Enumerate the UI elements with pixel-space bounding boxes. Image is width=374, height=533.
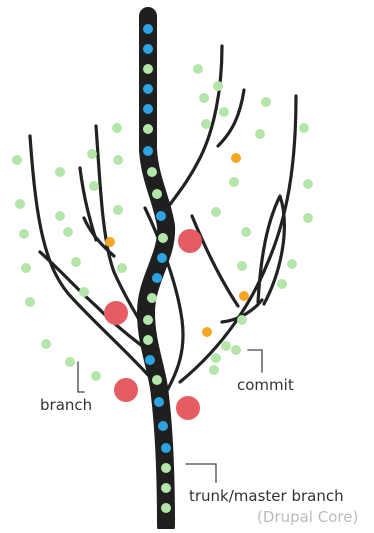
branch-line-right-top: [162, 46, 222, 216]
commit-dot-green: [211, 207, 221, 217]
commit-dot-green: [193, 64, 203, 74]
commit-dot-orange: [105, 237, 115, 247]
commit-dot-green: [143, 335, 153, 345]
commit-dot-blue: [143, 44, 153, 54]
trunk-leader-line: [186, 464, 216, 482]
commit-dot-green: [287, 259, 297, 269]
commit-dot-green: [161, 483, 171, 493]
commit-dot-orange: [202, 327, 212, 337]
commit-dot-green: [229, 177, 239, 187]
commit-leader-line: [248, 350, 262, 372]
commit-dot-blue: [158, 421, 168, 431]
commit-dot-green: [213, 81, 223, 91]
commit-dot-green: [12, 155, 22, 165]
commit-dot-blue: [154, 397, 164, 407]
merge-dot-red: [178, 229, 202, 253]
commit-dot-green: [112, 123, 122, 133]
commit-dot-green: [25, 297, 35, 307]
commit-dot-blue: [143, 104, 153, 114]
commit-label: commit: [237, 378, 294, 393]
commit-dot-green: [55, 211, 65, 221]
merge-dot-red: [104, 301, 128, 325]
commit-dot-green: [147, 293, 157, 303]
branch-label: branch: [40, 398, 92, 413]
commit-dot-orange: [239, 291, 249, 301]
trunk-label: trunk/master branch: [189, 489, 344, 504]
commit-dot-green: [41, 339, 51, 349]
commit-dot-green: [91, 371, 101, 381]
branch-line-right-upper: [218, 90, 244, 146]
branch-line-right-middle: [192, 216, 238, 306]
commit-dot-green: [277, 279, 287, 289]
commit-dot-green: [79, 287, 89, 297]
merge-dot-red: [176, 396, 200, 420]
commit-dot-green: [161, 463, 171, 473]
commit-dot-green: [303, 213, 313, 223]
drupal-core-label: (Drupal Core): [257, 510, 358, 525]
commit-dot-blue: [161, 443, 171, 453]
commit-dot-green: [143, 315, 153, 325]
commit-dot-green: [152, 375, 162, 385]
commit-dot-green: [63, 227, 73, 237]
commit-dot-green: [87, 149, 97, 159]
commit-dot-green: [143, 124, 153, 134]
commit-dot-green: [71, 257, 81, 267]
commit-dot-green: [241, 227, 251, 237]
commit-dot-blue: [152, 273, 162, 283]
commit-dot-green: [303, 179, 313, 189]
commit-dot-green: [152, 189, 162, 199]
commit-dot-green: [209, 365, 219, 375]
commit-dot-green: [143, 64, 153, 74]
commit-dot-green: [113, 205, 123, 215]
commit-dot-green: [65, 357, 75, 367]
branch-line-left-inner-3: [80, 168, 96, 240]
commit-dot-green: [299, 123, 309, 133]
commit-dot-blue: [157, 253, 167, 263]
commit-dot-green: [221, 341, 231, 351]
merge-dot-red: [114, 378, 138, 402]
branch-line-left-inner-2: [84, 218, 114, 256]
commit-dot-green: [158, 233, 168, 243]
commit-dot-green: [161, 503, 171, 513]
commit-dot-green: [147, 167, 157, 177]
commit-dot-blue: [156, 211, 166, 221]
commit-dot-blue: [145, 355, 155, 365]
commit-dot-blue: [143, 24, 153, 34]
commit-dot-green: [255, 129, 265, 139]
commit-dot-green: [211, 353, 221, 363]
commit-dot-green: [237, 261, 247, 271]
commit-dot-green: [231, 345, 241, 355]
commit-dot-green: [21, 263, 31, 273]
commit-dot-green: [199, 93, 209, 103]
commit-dot-green: [201, 119, 211, 129]
branch-leader-line: [78, 362, 84, 392]
commit-dot-green: [113, 155, 123, 165]
commit-dot-green: [89, 181, 99, 191]
commit-dot-blue: [143, 84, 153, 94]
commit-dot-green: [219, 107, 229, 117]
commit-dot-green: [55, 167, 65, 177]
commit-dot-green: [237, 315, 247, 325]
commit-dot-orange: [231, 153, 241, 163]
commit-dot-blue: [143, 146, 153, 156]
commit-dot-green: [19, 229, 29, 239]
commit-dot-green: [117, 263, 127, 273]
commit-dot-green: [261, 97, 271, 107]
commit-dot-green: [15, 199, 25, 209]
